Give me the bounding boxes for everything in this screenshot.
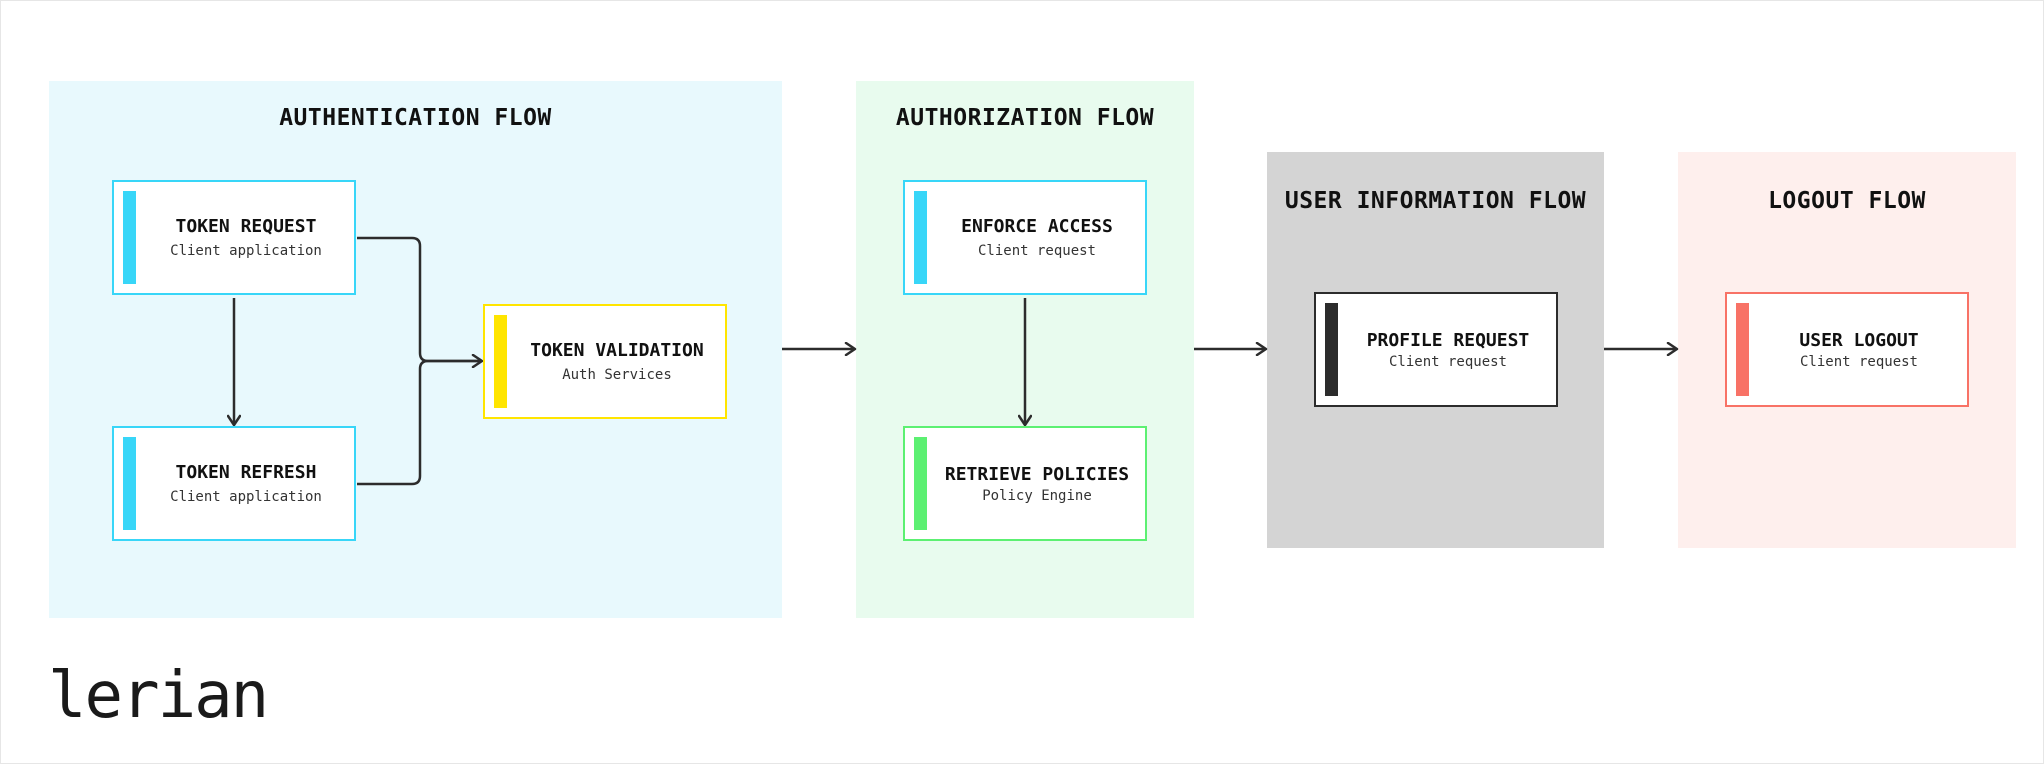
retrieve-policies-subtitle: Policy Engine	[982, 487, 1092, 504]
token-validation-node[interactable]: TOKEN VALIDATION Auth Services	[483, 304, 727, 419]
enforce-access-title: ENFORCE ACCESS	[961, 216, 1113, 237]
token-validation-subtitle: Auth Services	[562, 367, 672, 383]
lerian-logo: lerian	[48, 659, 269, 733]
token-refresh-node[interactable]: TOKEN REFRESH Client application	[112, 426, 356, 541]
node-accent-bar	[123, 437, 136, 530]
token-request-node[interactable]: TOKEN REQUEST Client application	[112, 180, 356, 295]
user-logout-subtitle: Client request	[1799, 353, 1918, 370]
profile-request-subtitle: Client request	[1388, 353, 1507, 370]
token-refresh-title: TOKEN REFRESH	[175, 462, 317, 483]
user-information-flow-title: USER INFORMATION FLOW	[1284, 188, 1587, 214]
retrieve-policies-title: RETRIEVE POLICIES	[944, 463, 1130, 485]
profile-request-node[interactable]: PROFILE REQUEST Client request	[1314, 292, 1558, 407]
token-request-title: TOKEN REQUEST	[175, 216, 317, 237]
node-accent-bar	[914, 437, 927, 530]
node-accent-bar	[494, 315, 507, 408]
enforce-access-subtitle: Client request	[977, 243, 1096, 259]
arrow-token-refresh-to-validation	[357, 359, 482, 486]
authentication-flow-title: AUTHENTICATION FLOW	[279, 105, 552, 131]
arrow-token-request-to-validation	[357, 236, 482, 361]
token-validation-title: TOKEN VALIDATION	[530, 340, 704, 361]
token-refresh-subtitle: Client application	[170, 489, 322, 505]
token-request-subtitle: Client application	[170, 243, 322, 259]
retrieve-policies-node[interactable]: RETRIEVE POLICIES Policy Engine	[903, 426, 1147, 541]
profile-request-title: PROFILE REQUEST	[1366, 329, 1530, 351]
node-accent-bar	[123, 191, 136, 284]
node-accent-bar	[914, 191, 927, 284]
logout-flow-title: LOGOUT FLOW	[1768, 188, 1926, 214]
enforce-access-node[interactable]: ENFORCE ACCESS Client request	[903, 180, 1147, 295]
user-logout-title: USER LOGOUT	[1799, 329, 1919, 351]
node-accent-bar	[1736, 303, 1749, 396]
authorization-flow-title: AUTHORIZATION FLOW	[895, 105, 1155, 131]
node-accent-bar	[1325, 303, 1338, 396]
user-logout-node[interactable]: USER LOGOUT Client request	[1725, 292, 1969, 407]
